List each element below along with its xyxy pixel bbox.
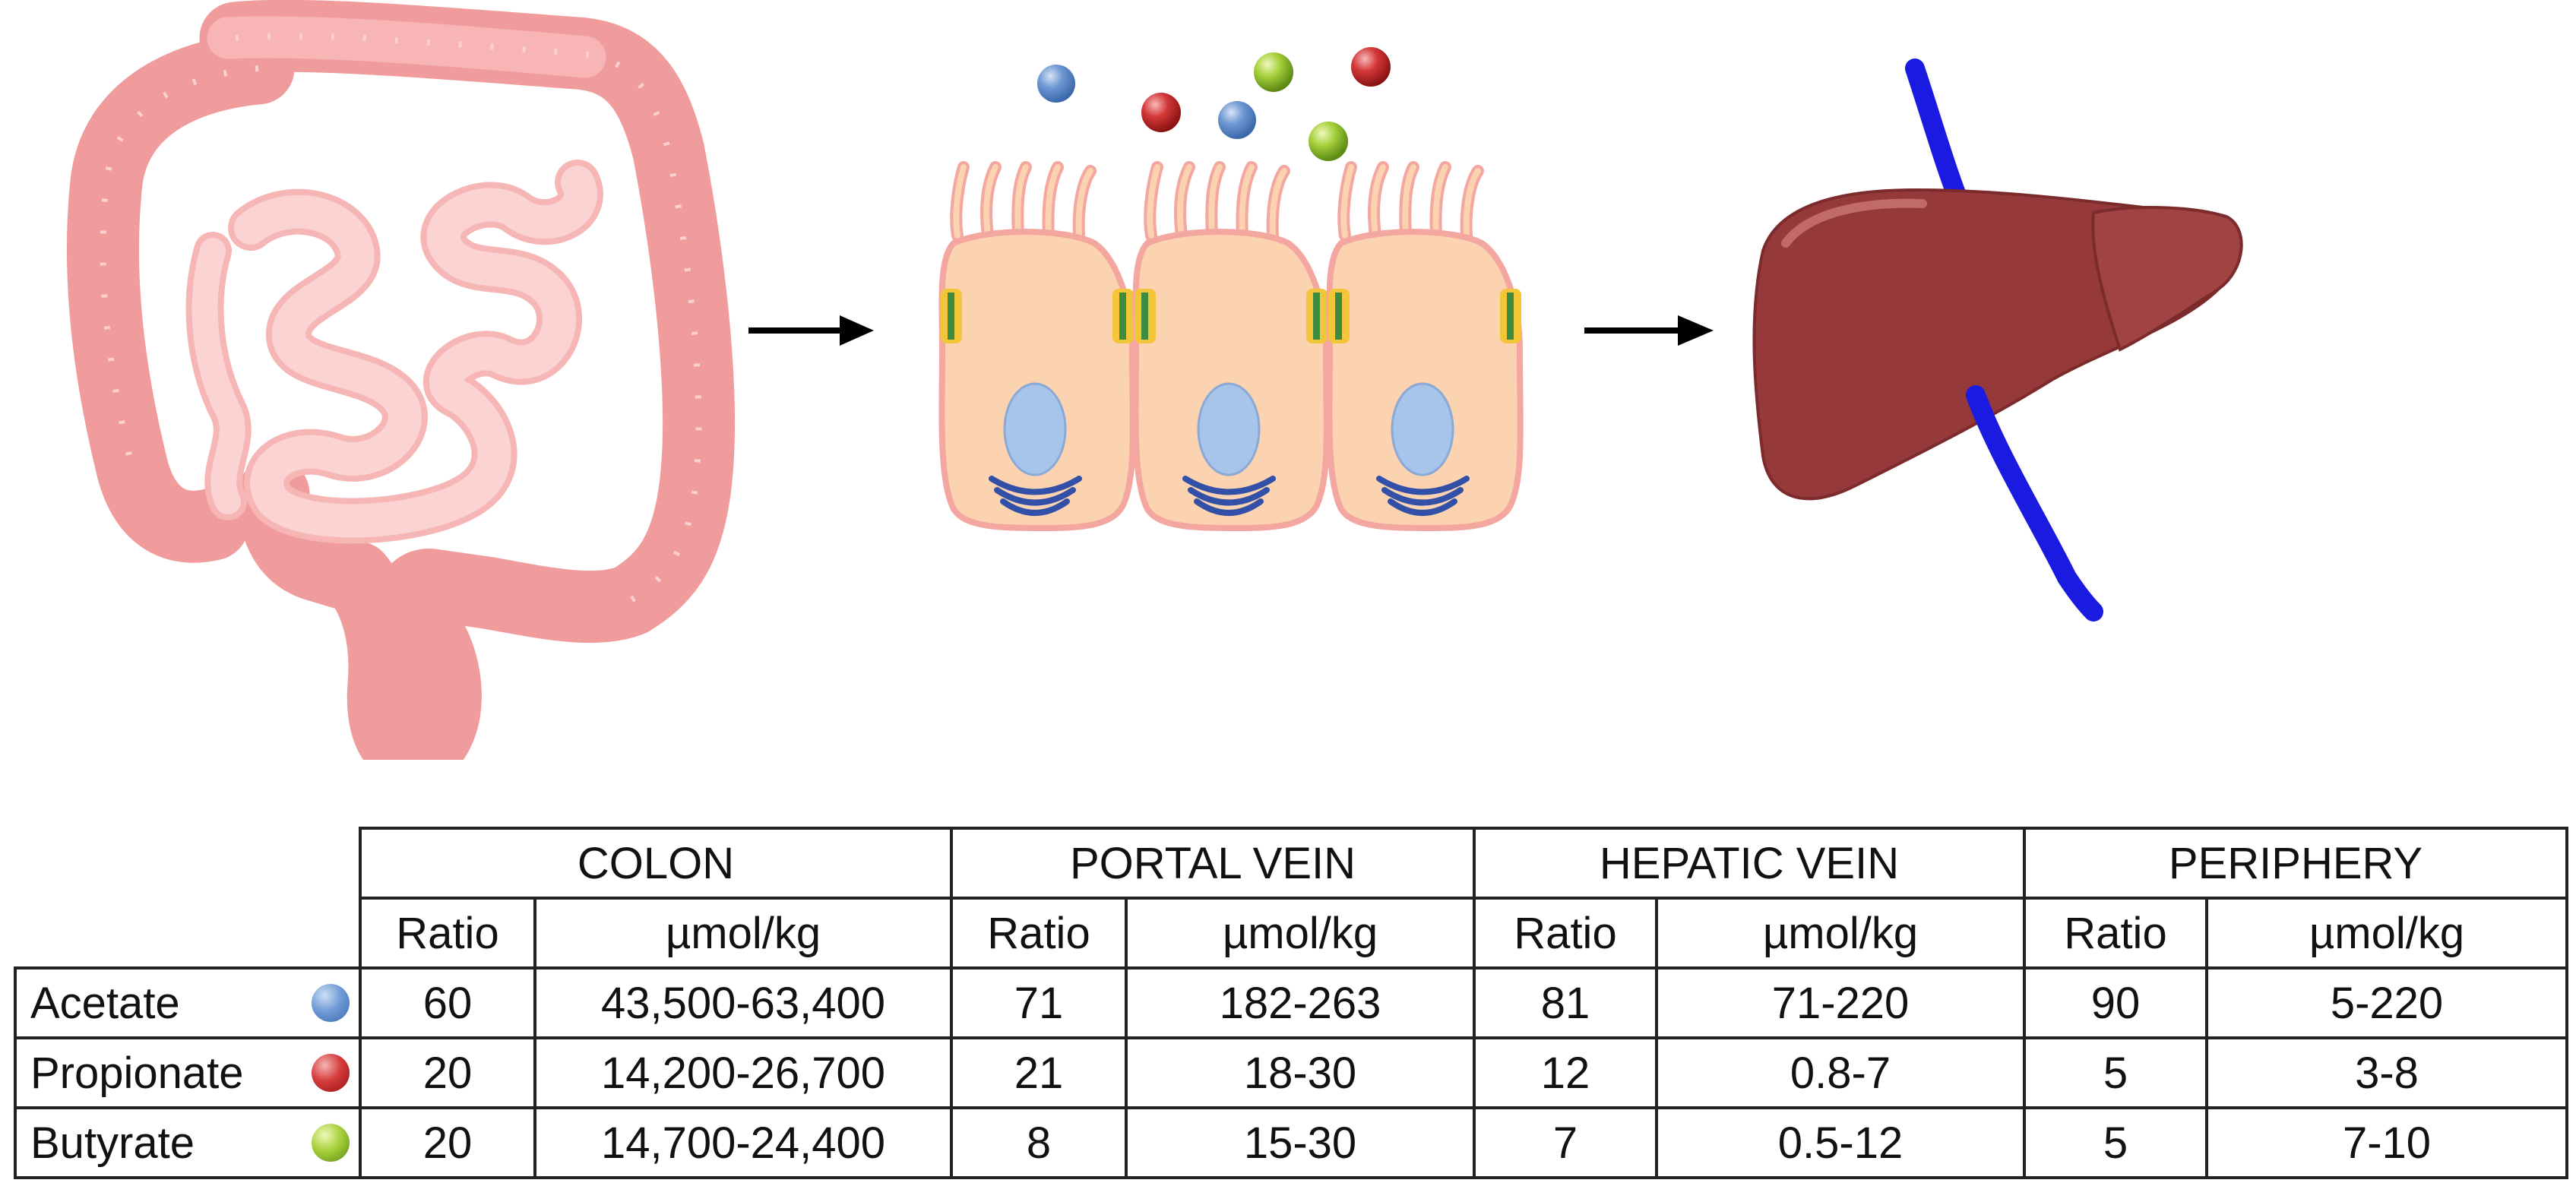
table-cell: 7 [1473, 1106, 1658, 1179]
table-cell: 71 [950, 966, 1128, 1039]
pathway-illustration [66, 0, 2243, 760]
subheader-umol: µmol/kg [533, 897, 953, 970]
table-cell: 7-10 [2205, 1106, 2568, 1179]
header-periphery: PERIPHERY [2023, 827, 2568, 900]
header-colon: COLON [359, 827, 953, 900]
table-row-acetate: Acetate 60 43,500-63,400 71 182-263 81 7… [14, 966, 2568, 1039]
table-cell: 0.8-7 [1655, 1036, 2026, 1109]
intestine-icon [66, 0, 735, 760]
table-cell: 12 [1473, 1036, 1658, 1109]
blank-cell [15, 828, 362, 898]
liver-icon [1752, 59, 2243, 622]
subheader-umol: µmol/kg [1125, 897, 1476, 970]
subheader-ratio: Ratio [2023, 897, 2208, 970]
arrow-right-icon [1584, 315, 1714, 346]
row-label: Acetate [14, 966, 362, 1039]
table-cell: 81 [1473, 966, 1658, 1039]
table-cell: 18-30 [1125, 1036, 1476, 1109]
table-cell: 60 [359, 966, 536, 1039]
row-label: Butyrate [14, 1106, 362, 1179]
table-cell: 5 [2023, 1106, 2208, 1179]
epithelial-cells-icon [938, 161, 1521, 528]
subheader-umol: µmol/kg [1655, 897, 2026, 970]
blank-cell [15, 898, 362, 970]
subheader-ratio: Ratio [1473, 897, 1658, 970]
table-cell: 3-8 [2205, 1036, 2568, 1109]
acid-name: Acetate [30, 978, 180, 1028]
table-cell: 8 [950, 1106, 1128, 1179]
header-portal-vein: PORTAL VEIN [950, 827, 1476, 900]
butyrate-particle-icon [1254, 52, 1293, 92]
acetate-particle-icon [1037, 65, 1075, 103]
propionate-dot-icon [312, 1054, 350, 1092]
table-cell: 90 [2023, 966, 2208, 1039]
scfa-particles [1037, 47, 1391, 161]
header-hepatic-vein: HEPATIC VEIN [1473, 827, 2026, 900]
table-subheader-row: Ratio µmol/kg Ratio µmol/kg Ratio µmol/k… [15, 897, 2568, 970]
acetate-dot-icon [312, 984, 350, 1022]
butyrate-dot-icon [312, 1124, 350, 1162]
table-cell: 20 [359, 1036, 536, 1109]
table-cell: 14,700-24,400 [533, 1106, 953, 1179]
table-row-butyrate: Butyrate 20 14,700-24,400 8 15-30 7 0.5-… [14, 1106, 2568, 1179]
table-cell: 43,500-63,400 [533, 966, 953, 1039]
table-row-propionate: Propionate 20 14,200-26,700 21 18-30 12 … [14, 1036, 2568, 1109]
table-cell: 182-263 [1125, 966, 1476, 1039]
table-cell: 0.5-12 [1655, 1106, 2026, 1179]
table-cell: 5 [2023, 1036, 2208, 1109]
subheader-ratio: Ratio [950, 897, 1128, 970]
propionate-particle-icon [1351, 47, 1391, 87]
table-cell: 14,200-26,700 [533, 1036, 953, 1109]
subheader-umol: µmol/kg [2205, 897, 2568, 970]
acid-name: Propionate [30, 1048, 244, 1098]
table-cell: 20 [359, 1106, 536, 1179]
table-header-row: COLON PORTAL VEIN HEPATIC VEIN PERIPHERY [15, 827, 2568, 900]
scfa-concentration-table: COLON PORTAL VEIN HEPATIC VEIN PERIPHERY… [14, 827, 2568, 1179]
table-cell: 15-30 [1125, 1106, 1476, 1179]
row-label: Propionate [14, 1036, 362, 1109]
acetate-particle-icon [1218, 101, 1256, 139]
table-cell: 21 [950, 1036, 1128, 1109]
table-cell: 5-220 [2205, 966, 2568, 1039]
acid-name: Butyrate [30, 1118, 195, 1168]
table-cell: 71-220 [1655, 966, 2026, 1039]
butyrate-particle-icon [1309, 122, 1348, 161]
subheader-ratio: Ratio [359, 897, 536, 970]
propionate-particle-icon [1141, 93, 1181, 132]
arrow-right-icon [748, 315, 874, 346]
